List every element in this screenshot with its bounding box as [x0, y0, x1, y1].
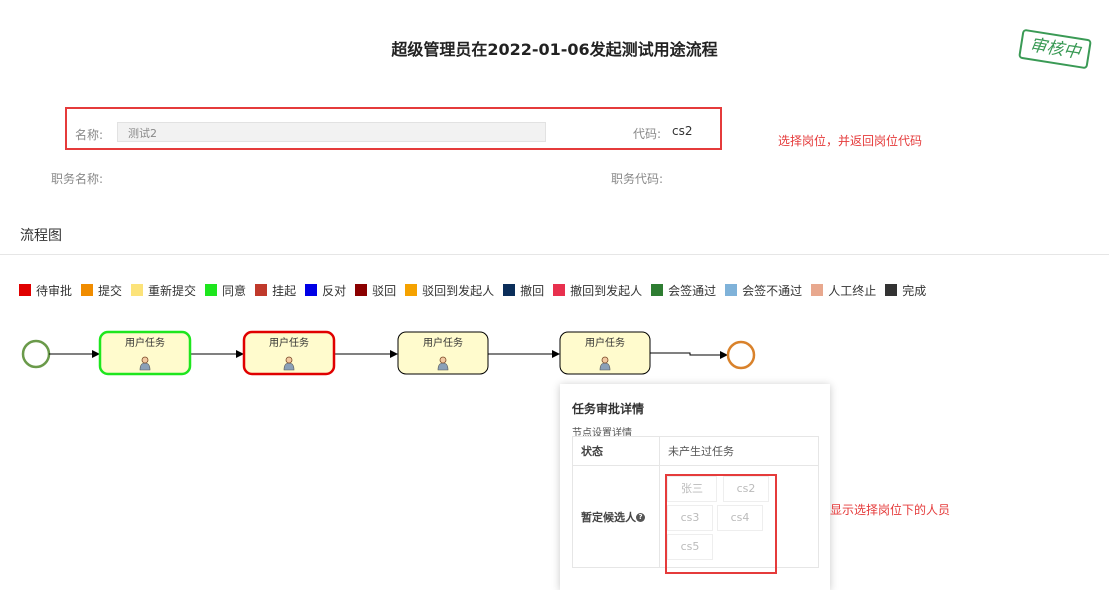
legend-swatch — [885, 284, 898, 296]
legend-label: 反对 — [322, 283, 347, 298]
task-label: 用户任务 — [585, 336, 625, 349]
legend-item: 待审批 — [19, 282, 72, 299]
form-annotation: 选择岗位，并返回岗位代码 — [778, 134, 923, 148]
legend-label: 完成 — [902, 283, 927, 298]
candidate-tag[interactable]: cs2 — [723, 476, 769, 502]
legend-label: 会签不通过 — [742, 283, 803, 298]
code-label: 代码: — [633, 127, 662, 141]
legend-label: 同意 — [222, 283, 247, 298]
user-icon — [139, 356, 151, 371]
task-label: 用户任务 — [269, 336, 309, 349]
legend-label: 会签通过 — [668, 283, 717, 298]
section-divider — [0, 254, 1109, 255]
legend-item: 反对 — [305, 282, 346, 299]
legend-swatch — [651, 284, 664, 296]
legend-label: 重新提交 — [148, 283, 197, 298]
job-name-label: 职务名称: — [51, 172, 104, 186]
legend-item: 撤回到发起人 — [553, 282, 642, 299]
legend-item: 会签不通过 — [725, 282, 802, 299]
status-key: 状态 — [572, 436, 660, 466]
legend-item: 人工终止 — [811, 282, 876, 299]
legend-label: 撤回到发起人 — [570, 283, 643, 298]
table-row: 状态 未产生过任务 — [572, 436, 819, 466]
job-code-label: 职务代码: — [611, 172, 664, 186]
legend-item: 同意 — [205, 282, 246, 299]
popup-title: 任务审批详情 — [572, 402, 645, 416]
task-label: 用户任务 — [125, 336, 165, 349]
user-icon — [599, 356, 611, 371]
highlight-box-candidates — [665, 474, 777, 574]
candidates-label: 暂定候选人 — [581, 510, 636, 524]
user-task-node[interactable]: 用户任务 — [242, 330, 336, 376]
candidate-tag[interactable]: cs3 — [667, 505, 713, 531]
legend-swatch — [811, 284, 824, 296]
legend-swatch — [255, 284, 268, 296]
user-icon — [437, 356, 449, 371]
legend-item: 提交 — [81, 282, 122, 299]
status-legend: 待审批 提交 重新提交 同意 挂起 反对 驳回 驳回到发起人 撤回 撤回到发起人 会签通过 会签不通过… — [19, 282, 935, 298]
legend-item: 挂起 — [255, 282, 296, 299]
legend-swatch — [81, 284, 94, 296]
legend-label: 挂起 — [272, 283, 297, 298]
task-label: 用户任务 — [423, 336, 463, 349]
legend-item: 重新提交 — [131, 282, 196, 299]
section-title: 流程图 — [20, 228, 62, 244]
task-detail-popup: 任务审批详情 节点设置详情 状态 未产生过任务 暂定候选人? 张三 cs2 cs… — [560, 384, 830, 590]
flow-diagram: 用户任务 用户任务 用户任务 用户任务 — [21, 330, 756, 376]
popup-subtitle: 节点设置详情 — [572, 428, 632, 439]
legend-swatch — [205, 284, 218, 296]
legend-label: 提交 — [98, 283, 123, 298]
legend-item: 完成 — [885, 282, 926, 299]
code-value: cs2 — [672, 124, 693, 138]
legend-swatch — [725, 284, 738, 296]
candidates-key: 暂定候选人? — [572, 465, 660, 568]
candidate-tag[interactable]: cs4 — [717, 505, 763, 531]
task-box[interactable] — [397, 331, 489, 375]
user-icon — [283, 356, 295, 371]
legend-swatch — [19, 284, 31, 296]
name-label: 名称: — [75, 128, 104, 142]
legend-swatch — [355, 284, 368, 296]
end-event[interactable] — [726, 340, 756, 370]
status-stamp: 审核中 — [1018, 28, 1092, 70]
status-value: 未产生过任务 — [659, 436, 819, 466]
task-box[interactable] — [98, 330, 192, 376]
candidate-tag[interactable]: cs5 — [667, 534, 713, 560]
legend-item: 撤回 — [503, 282, 544, 299]
user-task-node[interactable]: 用户任务 — [397, 331, 489, 375]
page-title: 超级管理员在2022-01-06发起测试用途流程 — [391, 40, 718, 59]
legend-swatch — [553, 284, 566, 296]
flow-arrow — [650, 351, 728, 359]
legend-label: 驳回 — [372, 283, 397, 298]
highlight-box-form — [65, 107, 722, 150]
legend-item: 驳回到发起人 — [405, 282, 494, 299]
name-input[interactable]: 测试2 — [117, 122, 546, 142]
candidate-tag[interactable]: 张三 — [667, 476, 717, 502]
legend-swatch — [503, 284, 516, 296]
legend-label: 待审批 — [36, 283, 73, 298]
legend-swatch — [305, 284, 318, 296]
legend-swatch — [131, 284, 144, 296]
legend-swatch — [405, 284, 418, 296]
start-event[interactable] — [21, 339, 51, 369]
legend-label: 人工终止 — [828, 283, 877, 298]
legend-label: 撤回 — [520, 283, 545, 298]
legend-item: 会签通过 — [651, 282, 716, 299]
task-box[interactable] — [559, 331, 651, 375]
legend-item: 驳回 — [355, 282, 396, 299]
user-task-node[interactable]: 用户任务 — [98, 330, 192, 376]
task-box[interactable] — [242, 330, 336, 376]
user-task-node[interactable]: 用户任务 — [559, 331, 651, 375]
candidates-annotation: 显示选择岗位下的人员 — [830, 503, 951, 517]
help-icon[interactable]: ? — [636, 513, 645, 522]
legend-label: 驳回到发起人 — [422, 283, 495, 298]
